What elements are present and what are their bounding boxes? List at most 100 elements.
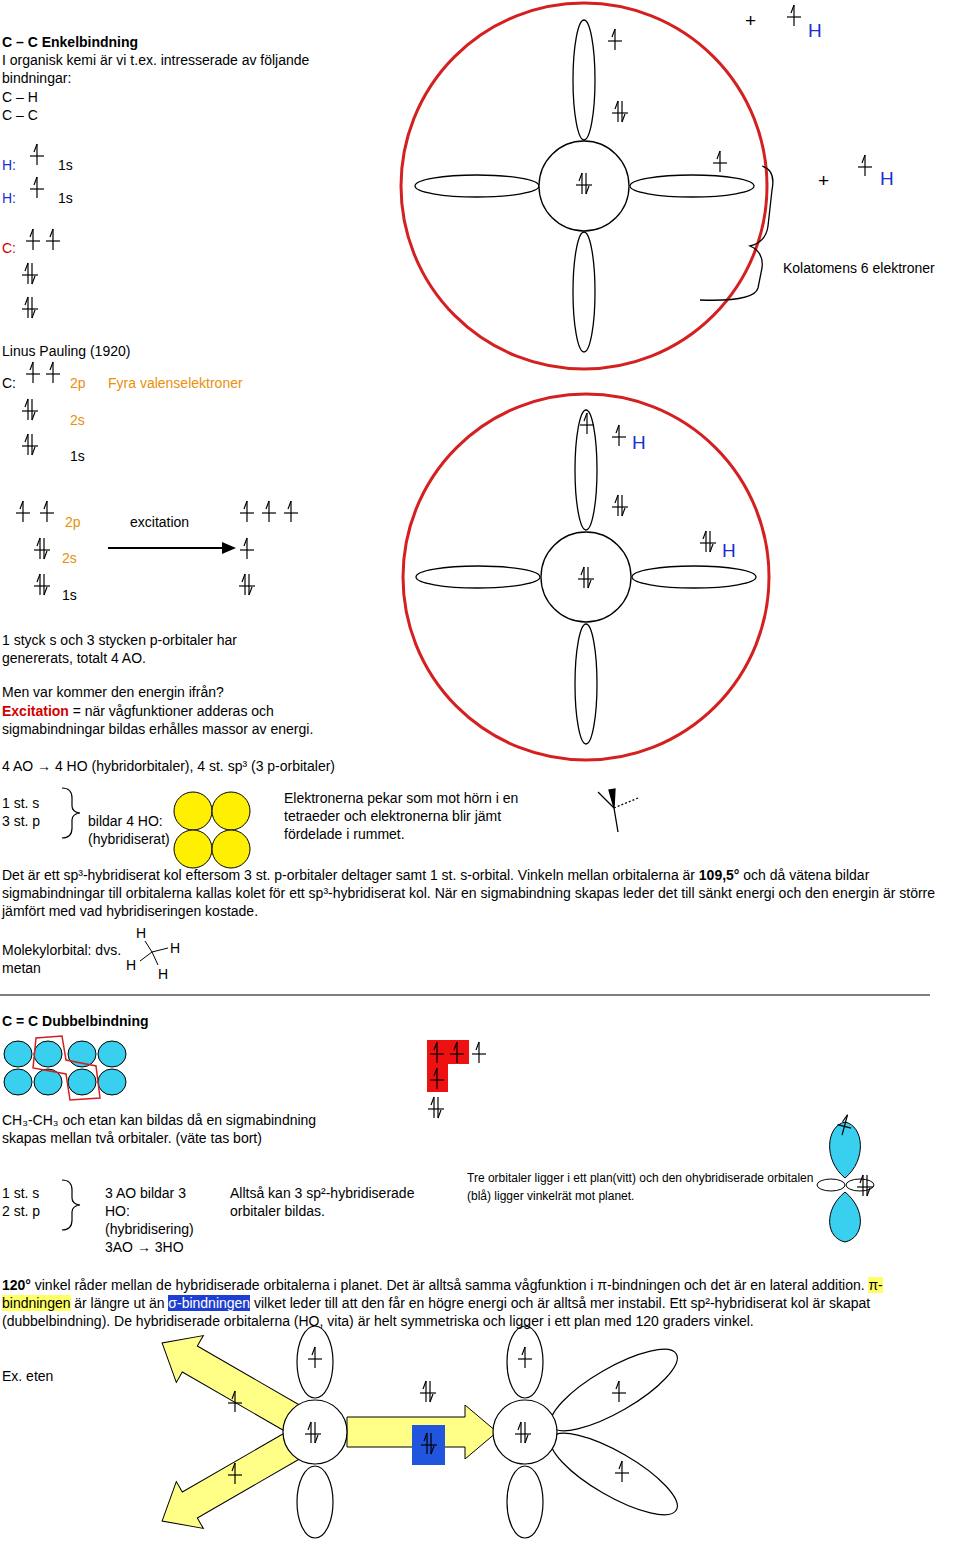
note-text: 1 styck s och 3 stycken p-orbitaler har … bbox=[2, 632, 237, 666]
note-text: excitation bbox=[130, 514, 189, 530]
note-text: Ex. eten bbox=[2, 1367, 53, 1385]
note-text: Fyra valenselektroner bbox=[108, 375, 243, 391]
note-text: vinkel råder mellan de hybridiserade orb… bbox=[35, 1277, 865, 1293]
note-text: 1 styck s och 3 stycken p-orbitaler har … bbox=[2, 631, 302, 667]
note-text: Kolatomens 6 elektroner bbox=[783, 259, 935, 277]
note-text: Fyra valenselektroner bbox=[108, 374, 243, 392]
note-text: H bbox=[170, 940, 180, 956]
note-text: 2s bbox=[70, 412, 85, 428]
note-text: H bbox=[136, 925, 146, 941]
note-text: 120° bbox=[2, 1277, 31, 1293]
note-text: I organisk kemi är vi t.ex. intresserade… bbox=[2, 51, 362, 87]
note-text: H bbox=[722, 540, 736, 561]
note-text: 1s bbox=[62, 586, 77, 604]
title-text: C – C Enkelbindning bbox=[2, 34, 138, 50]
note-text: H bbox=[808, 20, 822, 42]
note-text: CH₃-CH₃ och etan kan bildas då en sigmab… bbox=[2, 1112, 316, 1146]
note-text: Alltså kan 3 sp²-hybridiserade orbitaler… bbox=[230, 1185, 414, 1219]
note-text: H: bbox=[2, 189, 16, 207]
note-text: 2s bbox=[62, 549, 77, 567]
note-text: Molekylorbital: dvs. metan bbox=[2, 941, 122, 977]
note-text: Molekylorbital: dvs. metan bbox=[2, 942, 121, 976]
note-text: 1 st. s bbox=[2, 1185, 39, 1201]
note-text: H bbox=[158, 965, 168, 983]
note-text: + bbox=[818, 170, 829, 192]
heading: C – C Enkelbindning bbox=[2, 33, 138, 51]
note-text: C = C Dubbelbindning bbox=[2, 1013, 149, 1029]
note-text: C – C bbox=[2, 107, 38, 123]
note-text: H bbox=[880, 168, 894, 189]
note-text: C – H bbox=[2, 89, 38, 105]
note-text: 2s bbox=[70, 411, 85, 429]
note-text: H bbox=[808, 20, 822, 41]
note-text: 2s bbox=[62, 550, 77, 566]
note-text: excitation bbox=[130, 513, 189, 531]
note-text: 1 st. s bbox=[2, 795, 39, 811]
note-text: 2p bbox=[70, 374, 86, 392]
note-text: Men var kommer den energin ifrån? bbox=[2, 683, 224, 701]
note-text: Tre orbitaler ligger i ett plan(vitt) oc… bbox=[467, 1168, 817, 1204]
note-text: C – H bbox=[2, 88, 38, 106]
note-text: H bbox=[722, 540, 736, 562]
note-text: 3 AO bildar 3 HO: (hybridisering) 3AO → … bbox=[105, 1185, 194, 1255]
note-text: H bbox=[170, 939, 180, 957]
note-text: 1s bbox=[62, 587, 77, 603]
note-text: 1s bbox=[58, 190, 73, 206]
note-text: + bbox=[745, 10, 756, 31]
note-text: C: bbox=[2, 239, 16, 257]
note-text: σ-bindningen bbox=[168, 1295, 250, 1311]
note-text: 1s bbox=[70, 448, 85, 464]
note-text: bildar 4 HO: (hybridiserat) bbox=[88, 813, 170, 847]
note-text: H: bbox=[2, 190, 16, 206]
note-text: H bbox=[632, 432, 646, 454]
note-text: I organisk kemi är vi t.ex. intresserade… bbox=[2, 52, 309, 86]
note-text: C = C Dubbelbindning bbox=[2, 1012, 149, 1030]
note-text: 1s bbox=[58, 157, 73, 173]
note-text: är längre ut än bbox=[74, 1295, 164, 1311]
note-text: Men var kommer den energin ifrån? bbox=[2, 684, 224, 700]
note-text: 3 st. p bbox=[2, 812, 40, 830]
note-text: Elektronerna pekar som mot hörn i en tet… bbox=[284, 789, 534, 843]
note-text: Linus Pauling (1920) bbox=[2, 342, 130, 360]
note-text: 2 st. p bbox=[2, 1202, 40, 1220]
note-text: 1s bbox=[70, 447, 85, 465]
note-text: Det är ett sp³-hybridiserat kol eftersom… bbox=[2, 866, 952, 920]
note-text: 1 st. s bbox=[2, 794, 39, 812]
note-text: Excitation= när vågfunktioner adderas oc… bbox=[2, 702, 332, 738]
note-text: 109,5° bbox=[699, 867, 740, 883]
note-text: H bbox=[126, 957, 136, 973]
note-text: 1s bbox=[58, 189, 73, 207]
note-text: H bbox=[158, 966, 168, 982]
note-text: C: bbox=[2, 375, 16, 391]
note-text: Linus Pauling (1920) bbox=[2, 343, 130, 359]
note-text: 1 st. s bbox=[2, 1184, 39, 1202]
note-text: Excitation bbox=[2, 703, 69, 719]
note-text: 120°vinkel råder mellan de hybridiserade… bbox=[2, 1276, 952, 1330]
note-text: H: bbox=[2, 157, 16, 173]
note-text: 3 st. p bbox=[2, 813, 40, 829]
note-text: H bbox=[632, 432, 646, 453]
note-text: Kolatomens 6 elektroner bbox=[783, 260, 935, 276]
note-text: 3 AO bildar 3 HO: (hybridisering) 3AO → … bbox=[105, 1184, 210, 1256]
note-text: + bbox=[818, 170, 829, 191]
note-text: bildar 4 HO: (hybridiserat) bbox=[88, 812, 188, 848]
note-text: C – C bbox=[2, 106, 38, 124]
note-text: 2p bbox=[70, 375, 86, 391]
note-text: 2p bbox=[65, 514, 81, 530]
note-text: 2 st. p bbox=[2, 1203, 40, 1219]
note-text: 1s bbox=[58, 156, 73, 174]
note-text: C: bbox=[2, 374, 16, 392]
note-text: Tre orbitaler ligger i ett plan(vitt) oc… bbox=[467, 1171, 813, 1203]
note-text: H bbox=[126, 956, 136, 974]
note-text: 4 AO → 4 HO (hybridorbitaler), 4 st. sp³… bbox=[2, 758, 335, 774]
note-text: Alltså kan 3 sp²-hybridiserade orbitaler… bbox=[230, 1184, 460, 1220]
note-text: H bbox=[136, 924, 146, 942]
note-text: C: bbox=[2, 240, 16, 256]
note-text: H: bbox=[2, 156, 16, 174]
note-text: CH₃-CH₃ och etan kan bildas då en sigmab… bbox=[2, 1111, 362, 1147]
note-text: + bbox=[745, 10, 756, 32]
note-text: 4 AO → 4 HO (hybridorbitaler), 4 st. sp³… bbox=[2, 757, 335, 775]
note-text: Ex. eten bbox=[2, 1368, 53, 1384]
note-text: 2p bbox=[65, 513, 81, 531]
note-text: H bbox=[880, 168, 894, 190]
